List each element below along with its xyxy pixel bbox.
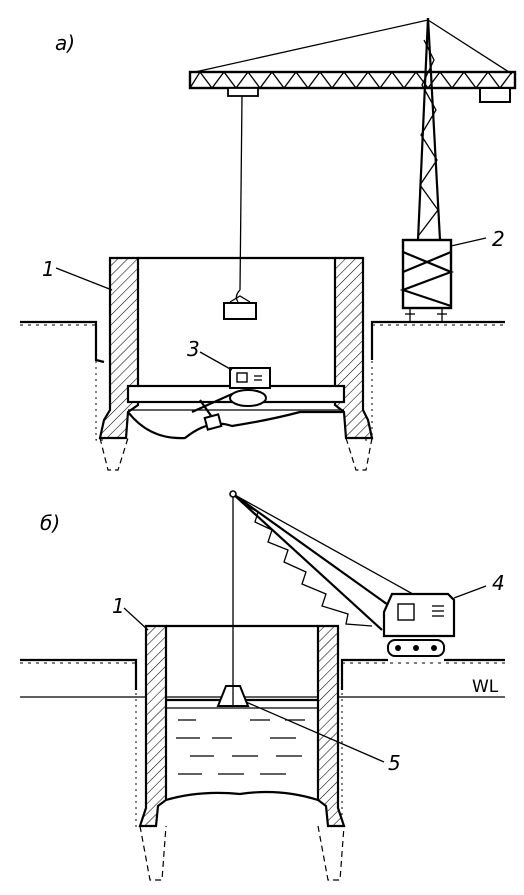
leader-1-bottom — [123, 607, 149, 631]
excavator-boom — [191, 392, 233, 414]
leader-3 — [199, 351, 233, 371]
knife-edge-a-left — [99, 437, 129, 471]
caisson-a-soil-floor — [127, 410, 344, 440]
crawler-cab — [382, 592, 456, 638]
boom-pendant — [232, 493, 421, 599]
caisson-b — [135, 624, 346, 881]
ground-a — [20, 320, 505, 364]
caisson-b-right-wall — [316, 624, 346, 828]
leader-1-top — [55, 267, 113, 291]
label-5: 5 — [388, 751, 401, 775]
excavator-cab — [229, 367, 271, 389]
caisson-b-left-wall — [138, 624, 168, 828]
knife-edge-b-left — [139, 825, 167, 881]
label-4: 4 — [492, 571, 505, 595]
mini-excavator — [191, 367, 271, 431]
jib-tie-right — [427, 19, 513, 75]
tower-crane — [188, 17, 517, 322]
label-2: 2 — [492, 227, 505, 251]
knife-edge-b-right — [317, 825, 345, 881]
load-bucket — [223, 302, 257, 320]
panel-b-label: б) — [40, 511, 60, 535]
jib-tie-left — [194, 19, 429, 73]
leader-5 — [245, 701, 385, 763]
hoist-rope — [239, 95, 243, 291]
crane-jib — [188, 70, 517, 103]
panel-a: a) — [20, 17, 517, 471]
leader-2 — [450, 237, 487, 247]
label-1-bottom: 1 — [112, 594, 125, 618]
excavator-track — [229, 389, 267, 407]
crane-hook — [235, 289, 241, 303]
knife-edge-a-right — [345, 437, 373, 471]
panel-a-label: a) — [55, 31, 75, 55]
water-level-label: WL — [472, 677, 499, 697]
caisson-b-soil-floor — [165, 790, 319, 802]
water-body — [176, 719, 305, 775]
label-1-top: 1 — [42, 257, 55, 281]
load-sling — [229, 295, 251, 303]
excavator-bucket — [203, 413, 223, 431]
caisson-a-left-wall — [98, 256, 140, 440]
clamshell-grab — [216, 685, 250, 707]
crane-mast — [416, 17, 442, 241]
crawler-crane — [229, 490, 456, 688]
leader-4 — [453, 585, 487, 599]
panel-b: б) 4 — [20, 490, 505, 881]
crane-base — [399, 238, 454, 322]
caisson-a — [95, 256, 374, 471]
ground-b: WL — [20, 658, 505, 698]
label-3: 3 — [187, 337, 200, 361]
